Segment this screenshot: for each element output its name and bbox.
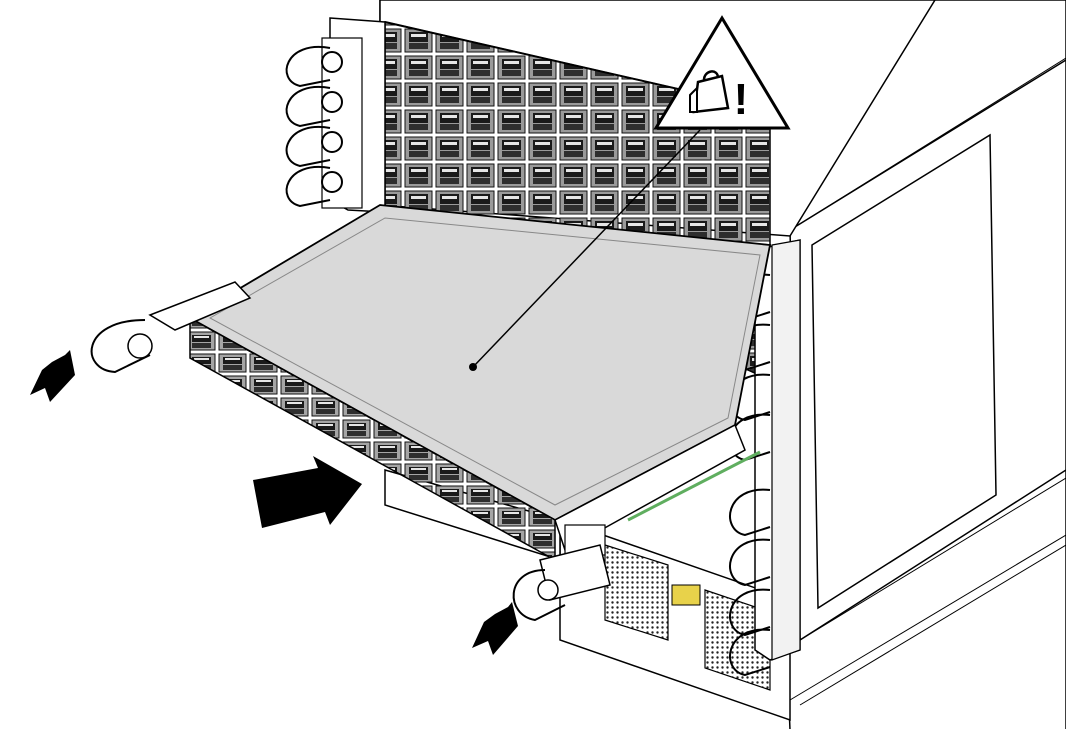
weight-callout-leader [469,129,701,371]
chassis-lower-bay [559,518,791,722]
chassis-right-rail [754,239,801,661]
chassis-left-handles [285,45,343,208]
warning-exclamation: ! [734,75,749,124]
card-left-ejector-handle [90,281,252,374]
left-ejector-arrow-icon [30,350,75,402]
heavy-weight-warning-icon: ! [653,15,791,130]
weight-block-icon [689,70,730,114]
line-card [188,204,772,562]
pull-direction-arrow-icon [253,456,362,528]
card-right-ejector-handle [512,544,611,622]
right-ejector-arrow-icon [472,602,518,655]
